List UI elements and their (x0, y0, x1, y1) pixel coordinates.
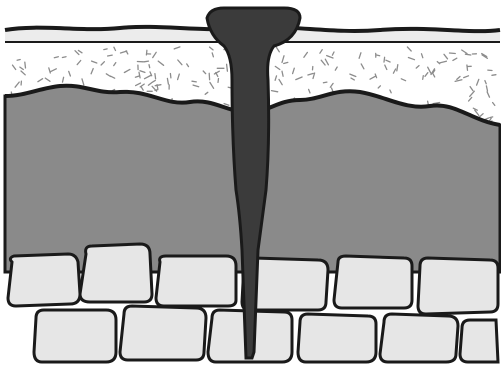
speckle (423, 76, 424, 80)
stone (34, 310, 116, 362)
speckle (467, 65, 468, 70)
speckle (323, 82, 327, 83)
speckle (17, 60, 20, 61)
stone (156, 256, 236, 306)
speckle (170, 74, 171, 78)
stone (418, 258, 498, 314)
speckle (384, 57, 385, 62)
stone (334, 256, 412, 308)
speckle (144, 61, 148, 62)
speckle (377, 55, 380, 56)
speckle (227, 64, 228, 71)
stone (80, 244, 152, 302)
stone (8, 254, 80, 306)
speckle (108, 55, 113, 56)
speckle (192, 81, 196, 82)
speckle (25, 62, 26, 68)
speckle (465, 54, 470, 55)
speckle (490, 117, 493, 118)
speckle (492, 75, 496, 76)
stone (120, 306, 206, 360)
speckle (450, 53, 456, 54)
stone (298, 314, 376, 362)
speckle (104, 49, 107, 50)
speckle (155, 74, 156, 79)
stone (460, 320, 498, 362)
stone (380, 314, 458, 362)
speckle (62, 57, 66, 58)
speckle (149, 65, 150, 68)
speckle (146, 50, 147, 55)
speckle (218, 79, 219, 83)
